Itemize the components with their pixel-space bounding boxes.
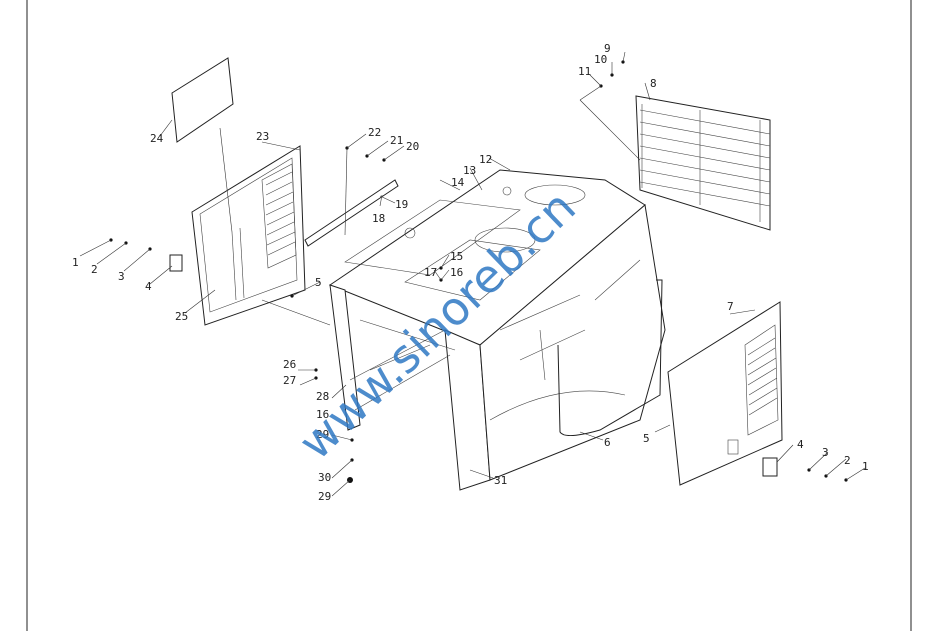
- callout-26: 26: [283, 358, 296, 371]
- callout-8: 8: [650, 77, 657, 90]
- callout-30: 30: [318, 471, 331, 484]
- callout-23: 23: [256, 130, 269, 143]
- callout-15: 15: [450, 250, 463, 263]
- callout-18: 18: [372, 212, 385, 225]
- callout-3-left: 3: [118, 270, 125, 283]
- callout-17: 17: [424, 266, 437, 279]
- right-door-7: [667, 301, 783, 486]
- glass-pane-24: [171, 57, 234, 143]
- callout-1-right: 1: [862, 460, 869, 473]
- callout-21: 21: [390, 134, 403, 147]
- rear-grille-8: [635, 95, 771, 231]
- callout-20: 20: [406, 140, 419, 153]
- door-lock-4-right: [762, 457, 778, 477]
- callout-27: 27: [283, 374, 296, 387]
- callout-14: 14: [451, 176, 465, 189]
- callout-7: 7: [727, 300, 734, 313]
- callout-1-left: 1: [72, 256, 79, 269]
- callout-2-right: 2: [844, 454, 851, 467]
- callout-6: 6: [604, 436, 611, 449]
- callout-11: 11: [578, 65, 591, 78]
- callout-3-right: 3: [822, 446, 829, 459]
- callout-4-left: 4: [145, 280, 152, 293]
- callout-labels: 1 2 3 4 24 23 25 5 22 21 20 19 18 14 13 …: [72, 42, 869, 503]
- hinge-strip-19: [304, 179, 399, 247]
- callout-22: 22: [368, 126, 381, 139]
- right-door-vent-grid: [747, 337, 778, 416]
- left-door-23: [191, 145, 306, 326]
- callout-16-top: 16: [450, 266, 463, 279]
- callout-29-lower: 29: [318, 490, 331, 503]
- callout-25: 25: [175, 310, 188, 323]
- cab-frame-31: [328, 169, 666, 491]
- page-border: [26, 0, 912, 631]
- callout-31: 31: [494, 474, 507, 487]
- callout-5-left: 5: [315, 276, 322, 289]
- callout-19: 19: [395, 198, 408, 211]
- callout-5-right: 5: [643, 432, 650, 445]
- callout-12: 12: [479, 153, 492, 166]
- callout-29-upper: 29: [316, 428, 329, 441]
- leader-lines: [79, 51, 866, 497]
- door-seal-6: [557, 279, 663, 436]
- callout-9: 9: [604, 42, 611, 55]
- callout-4-right: 4: [797, 438, 804, 451]
- callout-10: 10: [594, 53, 607, 66]
- callout-13: 13: [463, 164, 476, 177]
- door-lock-4-left: [169, 254, 183, 272]
- callout-2-left: 2: [91, 263, 98, 276]
- callout-16-low: 16: [316, 408, 329, 421]
- callout-28: 28: [316, 390, 329, 403]
- door-vent-grid: [265, 171, 296, 256]
- callout-24: 24: [150, 132, 164, 145]
